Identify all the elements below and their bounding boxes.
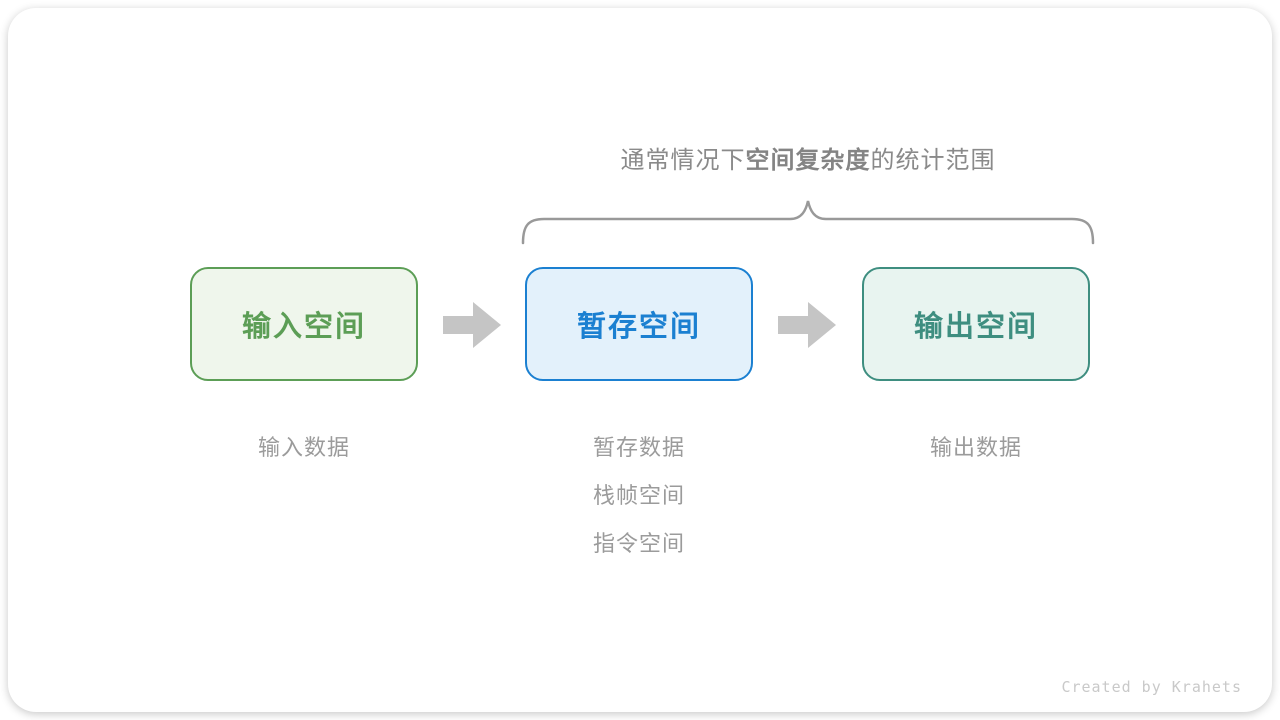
box-input-space-label: 输入空间 xyxy=(241,311,366,343)
sublabels-input: 输入数据 xyxy=(190,424,418,472)
box-buffer-space: 暂存空间 xyxy=(525,267,753,381)
sublabel-buffer-data: 暂存数据 xyxy=(592,435,685,460)
title-suffix: 的统计范围 xyxy=(870,147,996,174)
arrow-right-icon xyxy=(778,302,836,348)
arrow-right-icon xyxy=(443,302,501,348)
credit-text: Created by Krahets xyxy=(1061,678,1242,696)
sublabels-buffer: 暂存数据 栈帧空间 指令空间 xyxy=(525,424,753,568)
title-prefix: 通常情况下 xyxy=(620,147,746,174)
title-bold-term: 空间复杂度 xyxy=(745,147,871,174)
sublabel-input-data: 输入数据 xyxy=(257,435,350,460)
box-output-space-label: 输出空间 xyxy=(913,311,1038,343)
box-input-space: 输入空间 xyxy=(190,267,418,381)
diagram-title: 通常情况下空间复杂度的统计范围 xyxy=(520,146,1096,176)
curly-brace-icon xyxy=(521,200,1095,245)
sublabel-instruction-space: 指令空间 xyxy=(592,531,685,556)
diagram-card: 通常情况下空间复杂度的统计范围 输入空间 暂存空间 输出空间 输入数据 暂存数据… xyxy=(8,8,1272,712)
sublabels-output: 输出数据 xyxy=(862,424,1090,472)
box-buffer-space-label: 暂存空间 xyxy=(576,311,701,343)
sublabel-stack-frame-space: 栈帧空间 xyxy=(592,483,685,508)
box-output-space: 输出空间 xyxy=(862,267,1090,381)
sublabel-output-data: 输出数据 xyxy=(929,435,1022,460)
